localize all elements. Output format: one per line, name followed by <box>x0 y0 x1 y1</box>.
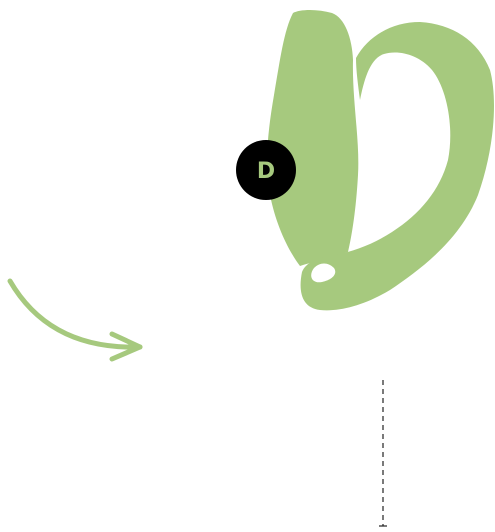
d-badge: D <box>236 140 296 200</box>
letter-d-stem <box>267 10 358 266</box>
dashed-vertical-line <box>379 380 387 526</box>
curved-arrow <box>10 281 140 359</box>
d-badge-letter: D <box>257 159 275 184</box>
letter-d-shape <box>267 10 494 310</box>
